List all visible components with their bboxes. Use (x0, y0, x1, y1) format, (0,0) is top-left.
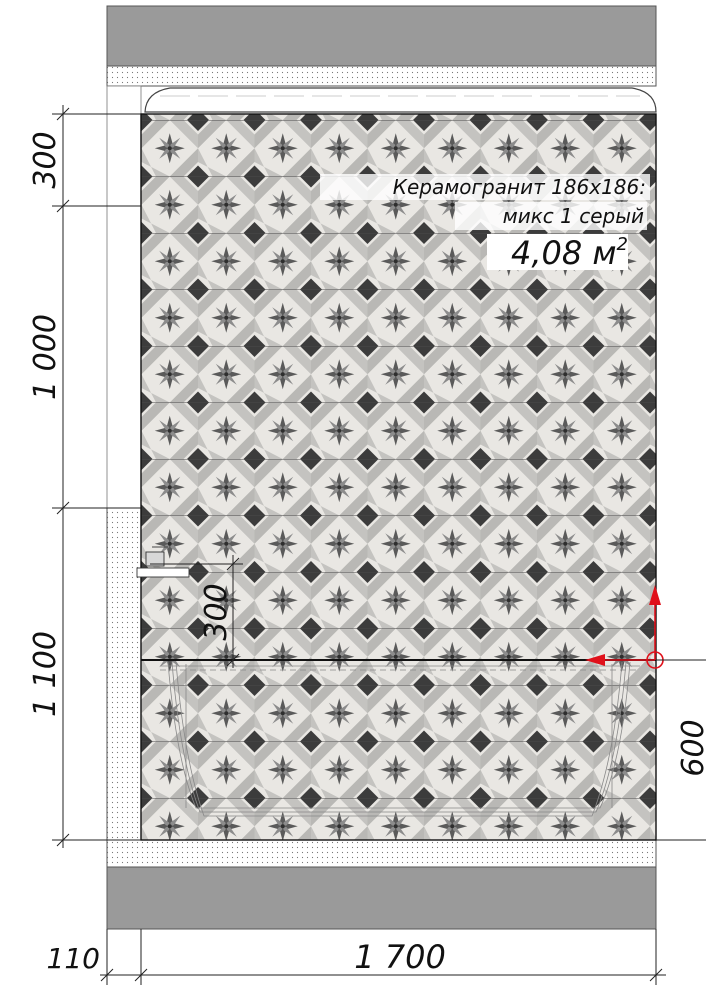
dim-bottom-width: 1 700 (354, 938, 446, 976)
right-dimension (656, 659, 706, 841)
material-variant: микс 1 серый (503, 204, 644, 228)
material-name: Керамогранит 186х186: (393, 175, 646, 199)
ceiling-screed (106, 65, 657, 87)
ceiling-slab (106, 5, 657, 67)
left-dimension-chain (52, 105, 141, 848)
dim-left-top: 300 (28, 131, 63, 188)
mixer-symbol (136, 546, 190, 578)
bottom-dimension-chain (100, 929, 666, 985)
dim-mixer-height: 300 (199, 583, 234, 640)
bathtub-outline (160, 661, 640, 817)
material-label: Керамогранит 186х186: микс 1 серый 4,08 … (320, 174, 650, 272)
dim-left-middle: 1 000 (28, 314, 63, 400)
material-area: 4,08 м2 (511, 234, 628, 272)
left-wall-plaster (106, 85, 142, 509)
mixer-height-dimension (150, 555, 243, 668)
floor-slab (106, 866, 657, 930)
dim-left-bottom: 1 100 (28, 631, 63, 717)
floor-screed (106, 839, 657, 868)
dim-right-bath: 600 (676, 719, 706, 776)
left-wall-section (106, 507, 142, 841)
dim-bottom-wall: 110 (47, 942, 100, 975)
ceiling-cornice (144, 87, 657, 113)
